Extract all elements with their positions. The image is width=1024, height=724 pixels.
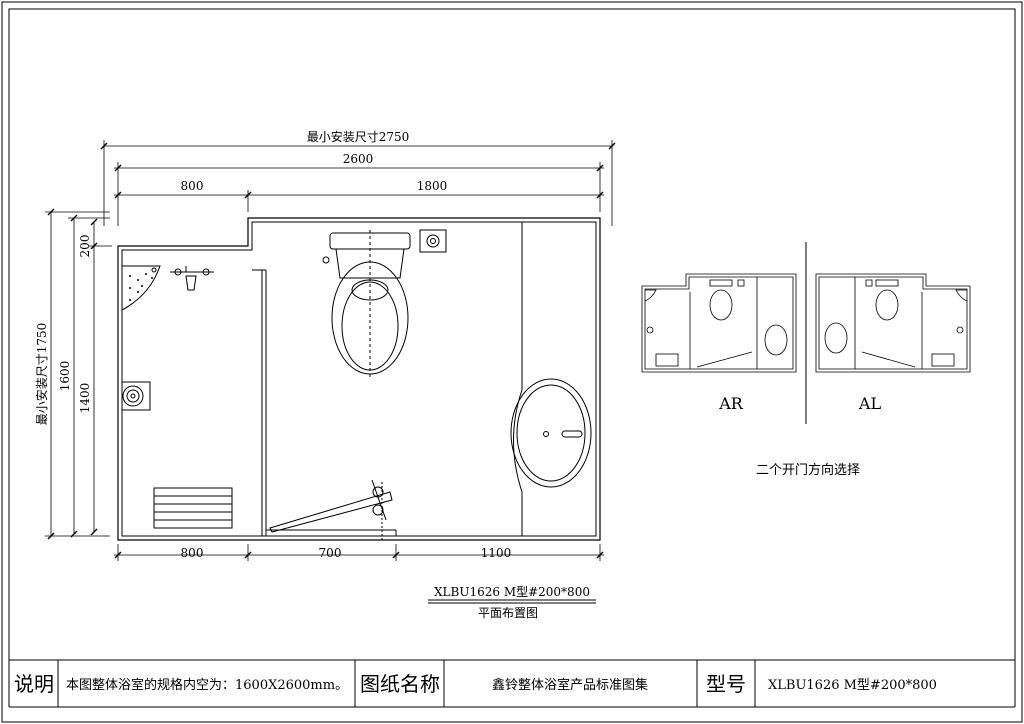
dim-height-1600: 1600 <box>58 361 72 392</box>
desc-text: 本图整体浴室的规格内空为：1600X2600mm。 <box>66 677 348 693</box>
dim-width-right-top: 1800 <box>417 179 448 193</box>
model-label: 型号 <box>706 672 746 696</box>
outer-wall <box>117 217 601 541</box>
dimension-lines <box>45 140 613 561</box>
dim-bottom-right: 1100 <box>481 546 512 560</box>
plan-caption: XLBU1626 M型#200*800 平面布置图 <box>428 585 596 620</box>
dim-width-total: 2600 <box>343 152 374 166</box>
dimension-ticks <box>47 142 616 559</box>
dim-min-install-height: 最小安装尺寸1750 <box>34 323 49 426</box>
corner-shelf-icon <box>121 265 161 311</box>
toilet-icon <box>322 230 411 380</box>
dim-width-left-top: 800 <box>181 179 204 193</box>
option-al-label: AL <box>858 394 882 413</box>
caption-model: XLBU1626 M型#200*800 <box>434 585 590 599</box>
shower-mixer-icon <box>170 266 214 291</box>
desc-label: 说明 <box>14 672 54 696</box>
dim-height-1400: 1400 <box>78 383 92 414</box>
dim-min-install-width: 最小安装尺寸2750 <box>307 129 410 144</box>
inner-wall <box>121 221 597 537</box>
name-value: 鑫铃整体浴室产品标准图集 <box>492 677 648 693</box>
shower-drain-icon <box>121 381 151 411</box>
option-ar-plan <box>641 273 797 373</box>
option-ar-label: AR <box>718 394 744 413</box>
option-al-plan <box>815 273 971 373</box>
door-swing-icon <box>269 479 393 540</box>
dim-bottom-left: 800 <box>181 546 204 560</box>
dim-height-200: 200 <box>78 235 92 258</box>
caption-subtitle: 平面布置图 <box>478 606 538 620</box>
name-label: 图纸名称 <box>360 672 440 696</box>
dim-bottom-mid: 700 <box>319 546 342 560</box>
title-block <box>8 659 1016 708</box>
floor-drain-icon <box>419 229 447 253</box>
door-option-note: 二个开门方向选择 <box>756 462 860 478</box>
wash-basin-icon <box>510 378 592 488</box>
bench-icon <box>153 487 233 529</box>
model-value: XLBU1626 M型#200*800 <box>768 678 937 693</box>
floor-plan <box>117 217 601 541</box>
